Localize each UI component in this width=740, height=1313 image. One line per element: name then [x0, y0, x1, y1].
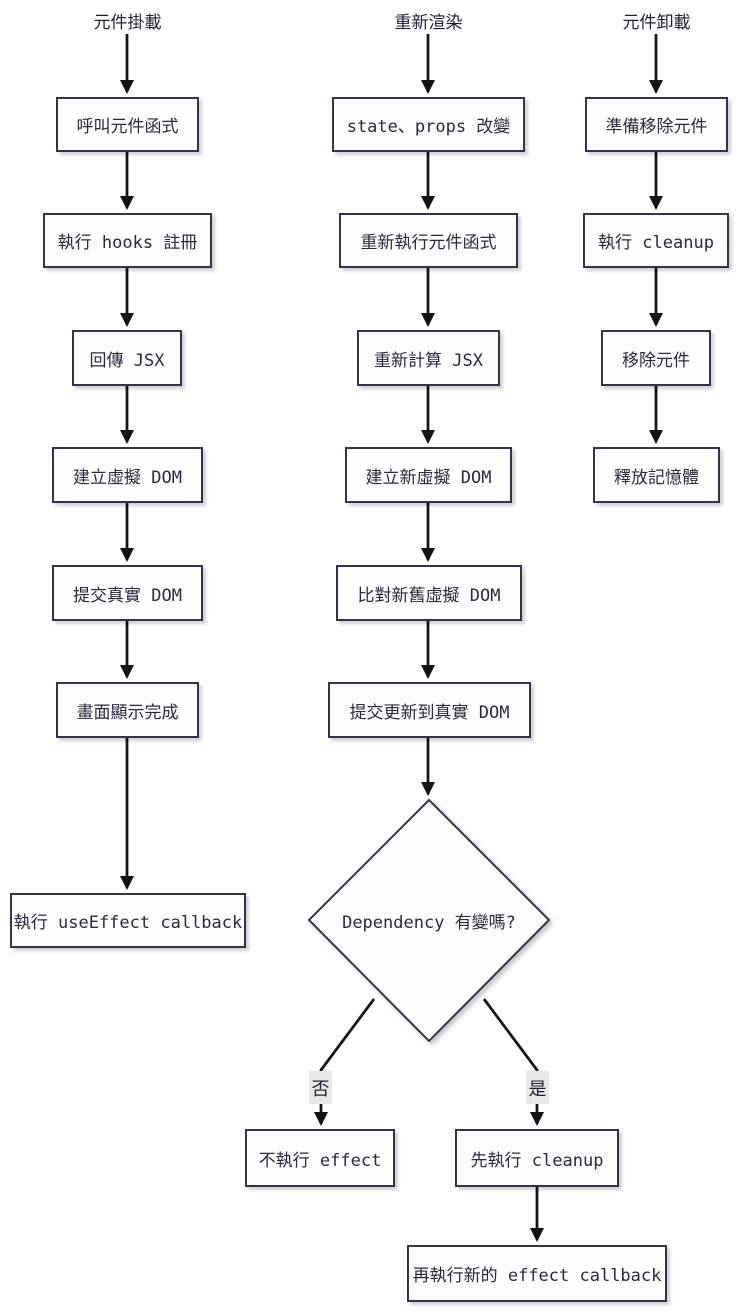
edge-label-no: 否	[309, 1071, 332, 1104]
node-free-memory: 釋放記憶體	[593, 447, 720, 503]
node-run-useeffect-callback: 執行 useEffect callback	[10, 893, 246, 948]
node-dependency-decision-label: Dependency 有變嗎?	[342, 913, 516, 933]
node-remove-component: 移除元件	[601, 330, 711, 386]
flow-arrows	[120, 34, 663, 1242]
node-create-new-virtual-dom: 建立新虛擬 DOM	[345, 447, 512, 503]
column-title-unmount: 元件卸載	[622, 13, 691, 33]
node-skip-effect: 不執行 effect	[245, 1129, 395, 1187]
dependency-decision-diamond	[307, 798, 551, 1043]
node-run-new-effect-callback: 再執行新的 effect callback	[407, 1245, 667, 1302]
column-title-rerender: 重新渲染	[394, 13, 463, 33]
node-render-complete: 畫面顯示完成	[56, 682, 199, 738]
column-title-mount: 元件掛載	[93, 13, 162, 33]
node-recompute-jsx: 重新計算 JSX	[357, 330, 500, 386]
node-return-jsx: 回傳 JSX	[72, 330, 182, 386]
node-commit-updates-to-real-dom: 提交更新到真實 DOM	[328, 682, 531, 738]
node-run-cleanup: 執行 cleanup	[583, 213, 729, 268]
node-run-cleanup-first: 先執行 cleanup	[455, 1129, 619, 1187]
edge-branch-yes	[482, 998, 544, 1126]
node-rerun-component-function: 重新執行元件函式	[339, 213, 518, 268]
node-commit-real-dom: 提交真實 DOM	[52, 565, 203, 621]
edge-label-yes: 是	[526, 1071, 549, 1104]
node-state-props-change: state、props 改變	[332, 97, 525, 152]
edge-branch-no	[314, 998, 376, 1126]
node-run-hooks-registration: 執行 hooks 註冊	[43, 213, 212, 268]
node-create-virtual-dom: 建立虛擬 DOM	[52, 447, 203, 503]
node-diff-virtual-dom: 比對新舊虛擬 DOM	[336, 565, 522, 621]
node-prepare-remove-component: 準備移除元件	[585, 97, 728, 152]
node-call-component-function: 呼叫元件函式	[56, 97, 199, 152]
